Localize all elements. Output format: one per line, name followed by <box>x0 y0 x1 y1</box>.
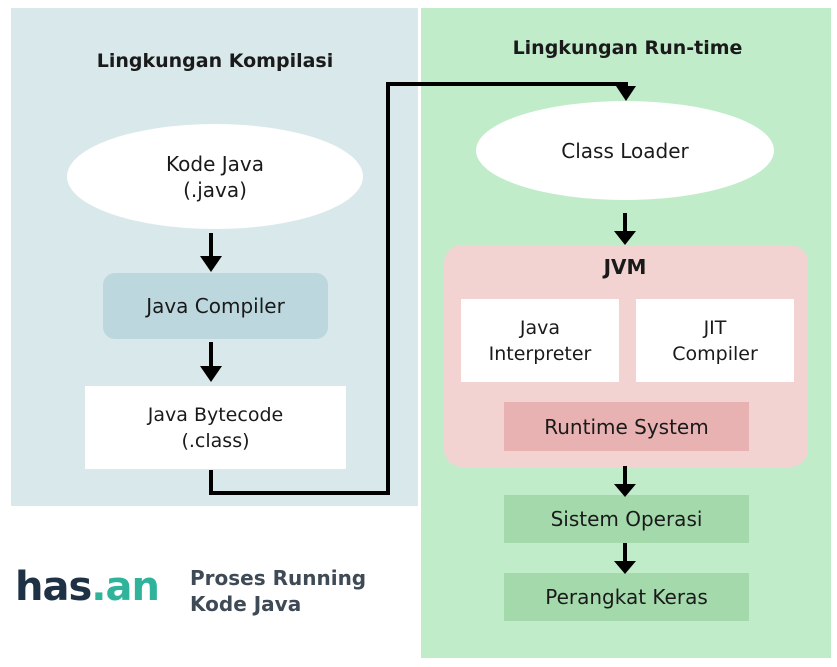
java-bytecode-node: Java Bytecode (.class) <box>85 386 346 469</box>
jit-compiler-line1: JIT <box>703 316 727 339</box>
diagram-caption: Proses Running Kode Java <box>190 565 405 617</box>
java-interpreter-line2: Interpreter <box>488 342 592 365</box>
jit-compiler-line2: Compiler <box>672 342 758 365</box>
java-source-label: Kode Java <box>166 151 264 176</box>
arrowhead-compiler <box>200 256 222 272</box>
class-loader-label: Class Loader <box>561 138 689 163</box>
arrowhead-os <box>614 484 636 497</box>
arrowhead-hardware <box>614 561 636 574</box>
logo-text-part2: an <box>105 564 159 610</box>
java-bytecode-label: Java Bytecode <box>147 403 284 426</box>
java-compiler-label: Java Compiler <box>146 294 285 318</box>
java-bytecode-extension: (.class) <box>181 429 250 452</box>
hardware-node: Perangkat Keras <box>504 573 749 621</box>
jit-compiler-node: JIT Compiler <box>636 299 794 382</box>
hardware-label: Perangkat Keras <box>545 585 708 609</box>
operating-system-label: Sistem Operasi <box>550 507 703 531</box>
arrowhead-jvm <box>614 231 636 245</box>
runtime-system-label: Runtime System <box>544 414 709 439</box>
arrowhead-class-loader <box>616 86 636 101</box>
java-source-extension: (.java) <box>183 177 247 202</box>
arrow-bytecode-to-class-loader <box>209 82 628 495</box>
caption-line1: Proses Running <box>190 566 367 590</box>
jvm-title: JVM <box>603 255 647 279</box>
java-interpreter-node: Java Interpreter <box>461 299 619 382</box>
runtime-environment-title: Lingkungan Run-time <box>512 37 743 59</box>
runtime-system-node: Runtime System <box>504 402 749 451</box>
hasan-logo: has.an <box>15 565 180 615</box>
logo-text-part1: has <box>15 564 92 610</box>
class-loader-node: Class Loader <box>476 101 774 200</box>
compile-environment-title: Lingkungan Kompilasi <box>96 50 334 72</box>
logo-dot: . <box>91 564 106 610</box>
arrowhead-bytecode <box>200 366 222 382</box>
java-compiler-node: Java Compiler <box>103 273 328 339</box>
operating-system-node: Sistem Operasi <box>504 495 749 543</box>
java-source-node: Kode Java (.java) <box>67 124 363 229</box>
caption-line2: Kode Java <box>190 592 302 616</box>
java-interpreter-line1: Java <box>519 316 561 339</box>
